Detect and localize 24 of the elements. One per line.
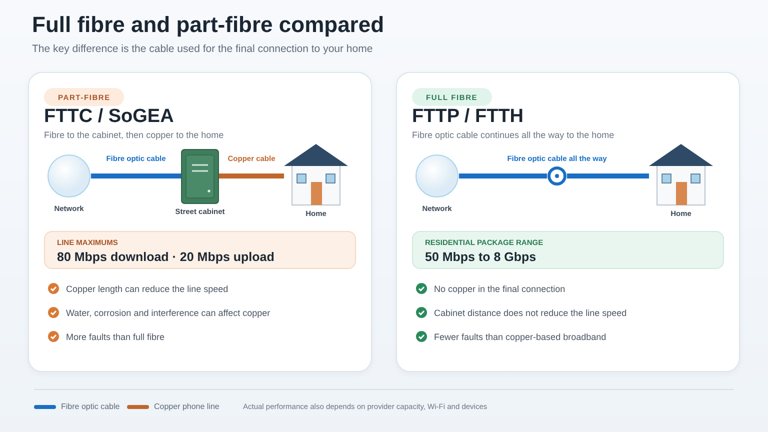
bullet-text: Copper length can reduce the line speed xyxy=(66,284,228,294)
bullet-text: More faults than full fibre xyxy=(66,332,165,342)
fibre-cable-line xyxy=(459,174,547,178)
bullet-text: Water, corrosion and interference can affect copper xyxy=(66,308,270,318)
speed-panel xyxy=(412,231,724,269)
comparison-card xyxy=(28,72,372,372)
fibre-cable-line xyxy=(91,174,181,178)
page-caption: The key difference is the cable used for the final connection to your home xyxy=(32,43,373,55)
speed-value: 80 Mbps download · 20 Mbps upload xyxy=(57,250,276,264)
card-subtitle: Fibre to the cabinet, then copper to the home xyxy=(44,130,224,140)
legend-text: Fibre optic cable xyxy=(61,402,120,411)
page-title: Full fibre and part-fibre compared xyxy=(32,12,384,38)
card-title: FTTC / SoGEA xyxy=(44,106,174,128)
speed-panel xyxy=(44,231,356,269)
speed-value: 50 Mbps to 8 Gbps xyxy=(425,250,538,264)
bullet-text: No copper in the final connection xyxy=(434,284,566,294)
card-title: FTTP / FTTH xyxy=(412,106,524,128)
legend-text: Copper phone line xyxy=(154,402,220,411)
card-subtitle: Fibre optic cable continues all the way to the home xyxy=(412,130,614,140)
copper-cable-line xyxy=(219,174,284,178)
comparison-card xyxy=(396,72,740,372)
bullet-text: Fewer faults than copper-based broadband xyxy=(434,332,606,342)
bullet-text: Cabinet distance does not reduce the line speed xyxy=(434,308,627,318)
fibre-cable-line xyxy=(567,174,649,178)
